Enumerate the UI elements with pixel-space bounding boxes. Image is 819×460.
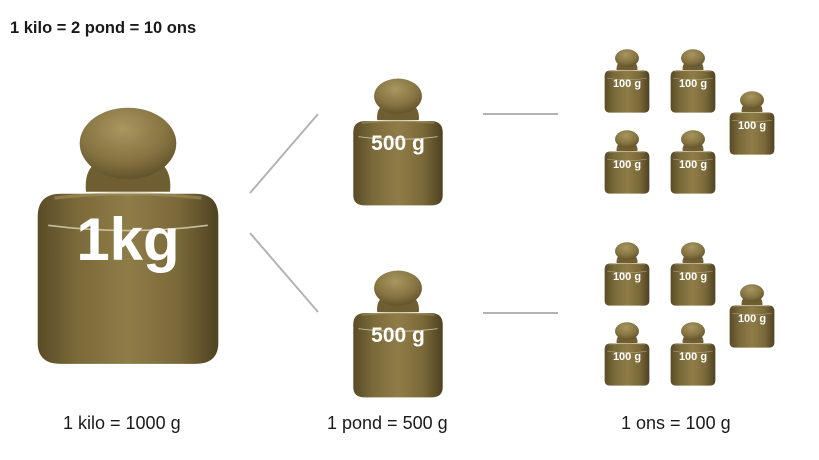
weight-100g: 100 g — [670, 48, 716, 114]
weight-500g: 500 g — [352, 269, 444, 399]
weight-100g: 100 g — [604, 129, 650, 195]
weight-label: 100 g — [738, 313, 766, 325]
weight-100g: 100 g — [729, 90, 775, 156]
weight-100g: 100 g — [604, 48, 650, 114]
weight-label: 100 g — [679, 78, 707, 90]
weight-100g: 100 g — [604, 241, 650, 307]
weight-500g: 500 g — [352, 77, 444, 207]
caption-pond: 1 pond = 500 g — [327, 413, 448, 433]
weight-label: 1kg — [76, 206, 179, 273]
connector-line — [249, 232, 319, 313]
weight-100g: 100 g — [670, 321, 716, 387]
weight-label: 100 g — [679, 159, 707, 171]
weight-label: 100 g — [613, 159, 641, 171]
weights-layer: 1kg 500 g 500 g 100 g 100 g 100 g 100 g 100 g 10… — [36, 48, 775, 399]
caption-kilo: 1 kilo = 1000 g — [63, 413, 181, 433]
connector-line — [249, 113, 319, 194]
weight-label: 100 g — [679, 351, 707, 363]
weight-1kg: 1kg — [36, 106, 220, 366]
weight-label: 100 g — [613, 351, 641, 363]
weight-label: 100 g — [738, 120, 766, 132]
weight-label: 500 g — [371, 324, 425, 347]
weight-100g: 100 g — [729, 283, 775, 349]
weight-label: 500 g — [371, 132, 425, 155]
weight-100g: 100 g — [670, 241, 716, 307]
weight-label: 100 g — [613, 271, 641, 283]
caption-ons: 1 ons = 100 g — [621, 413, 731, 433]
weight-100g: 100 g — [670, 129, 716, 195]
weight-label: 100 g — [679, 271, 707, 283]
weight-label: 100 g — [613, 78, 641, 90]
weight-100g: 100 g — [604, 321, 650, 387]
diagram-title: 1 kilo = 2 pond = 10 ons — [10, 19, 197, 37]
